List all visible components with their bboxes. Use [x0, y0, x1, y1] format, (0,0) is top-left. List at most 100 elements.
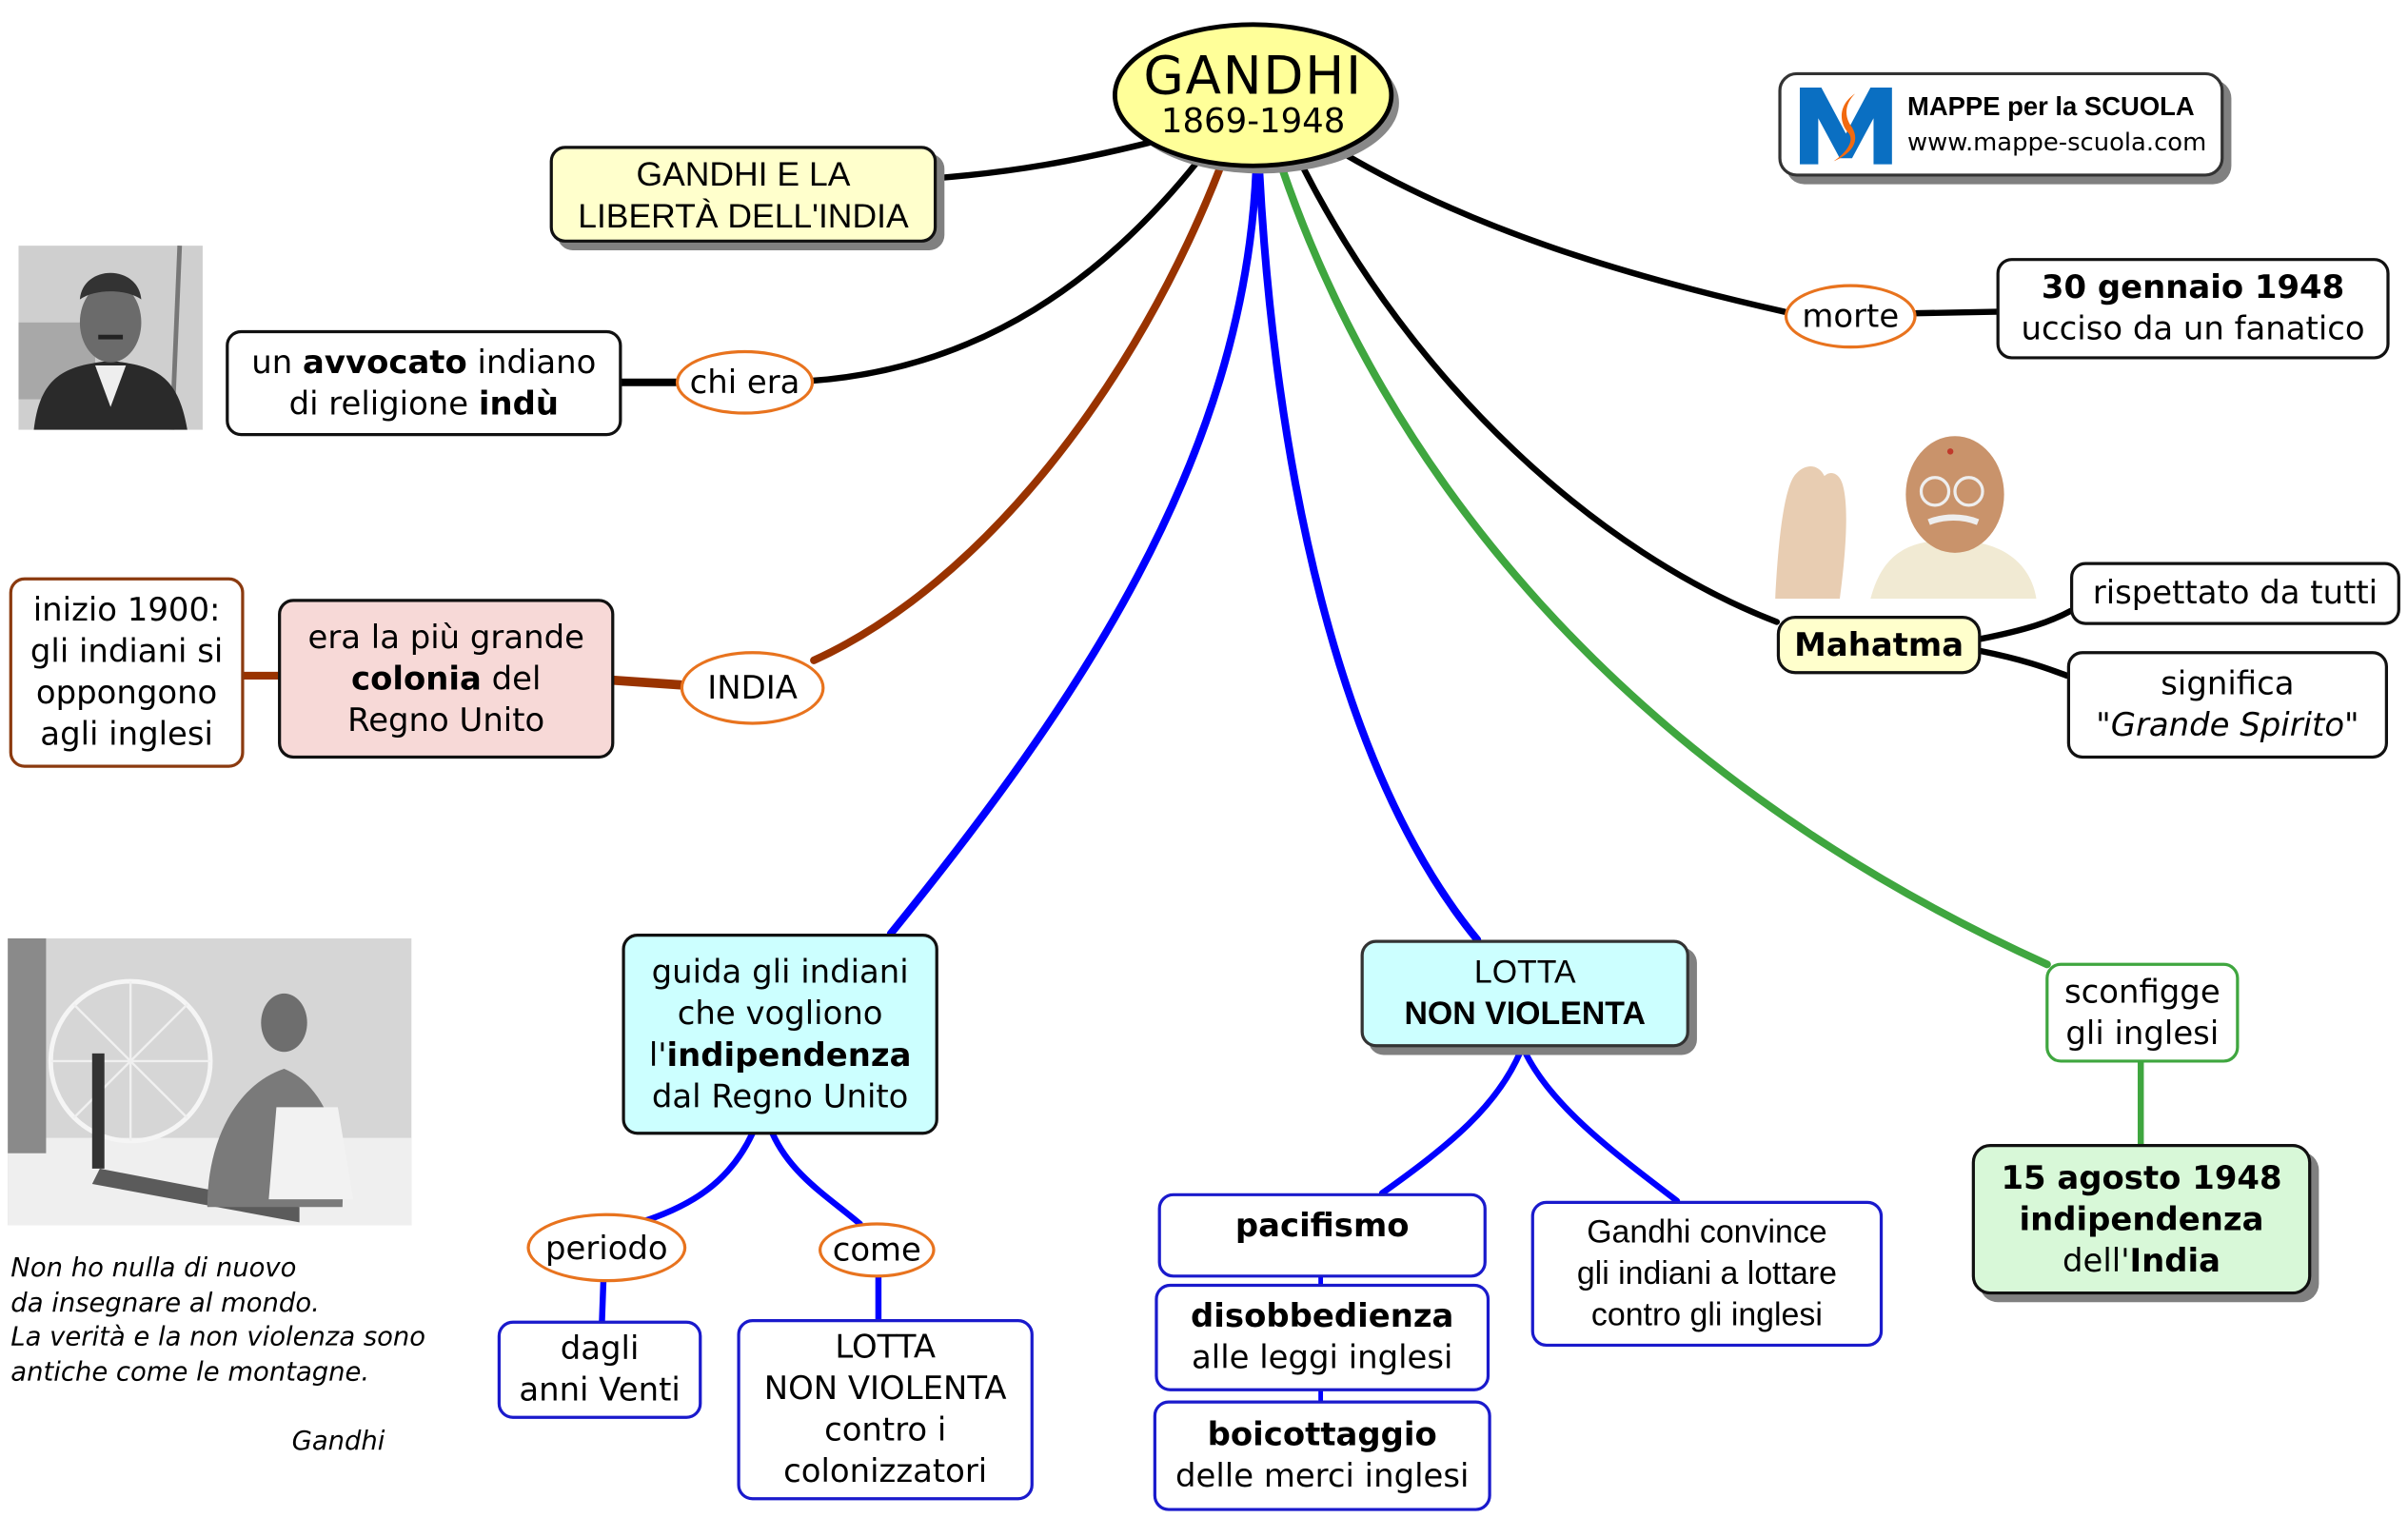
- boicottaggio-box[interactable]: boicottaggio delle merci inglesi: [1153, 1400, 1491, 1511]
- link-sconfigge: [1278, 165, 2051, 969]
- guida-line-4: dal Regno Unito: [651, 1076, 909, 1114]
- sconfigge-line-2: gli inglesi: [2065, 1014, 2220, 1052]
- come-text: come: [832, 1232, 921, 1269]
- come-label[interactable]: come: [818, 1222, 936, 1278]
- convince-line-3: contro gli inglesi: [1590, 1297, 1823, 1333]
- morte-desc: ucciso da un fanatico: [2021, 309, 2365, 347]
- link-india: [810, 162, 1225, 664]
- lotta-contro-line-4: colonizzatori: [783, 1452, 988, 1490]
- sconfigge-box[interactable]: sconfigge gli inglesi: [2045, 962, 2240, 1063]
- periodo-label[interactable]: periodo: [526, 1212, 687, 1283]
- morte-box[interactable]: 30 gennaio 1948 ucciso da un fanatico: [1996, 258, 2390, 360]
- convince-box[interactable]: Gandhi convince gli indiani a lottare co…: [1530, 1200, 1884, 1348]
- link-lotta-convince: [1521, 1049, 1681, 1204]
- boicottaggio-title: boicottaggio: [1207, 1415, 1437, 1453]
- quote-line-1: Non ho nulla di nuovo: [10, 1252, 297, 1284]
- boicottaggio-text: delle merci inglesi: [1175, 1457, 1470, 1494]
- lotta-contro-line-2: NON VIOLENTA: [763, 1370, 1007, 1407]
- quote-line-4: antiche come le montagne.: [10, 1356, 370, 1388]
- link-title: [934, 138, 1158, 182]
- logo-m-icon: [1800, 87, 1892, 165]
- chi-era-line-2: di religione indù: [288, 384, 560, 422]
- guida-line-2: che vogliono: [677, 994, 883, 1032]
- lotta-line-2: NON VIOLENTA: [1404, 996, 1646, 1033]
- guida-line-1: guida gli indiani: [651, 953, 909, 990]
- indip-line-1: 15 agosto 1948: [2001, 1158, 2282, 1196]
- disobbedienza-title: disobbedienza: [1191, 1297, 1454, 1335]
- title-box[interactable]: GANDHI E LA LIBERTÀ DELL'INDIA: [549, 146, 938, 243]
- dagli-line-1: dagli: [560, 1330, 640, 1368]
- quote-line-3: La verità e la non violenza sono: [10, 1322, 426, 1353]
- morte-date: 30 gennaio 1948: [2041, 268, 2345, 306]
- link-guida-come: [769, 1130, 863, 1228]
- center-title: GANDHI: [1143, 46, 1363, 108]
- convince-line-1: Gandhi convince: [1587, 1214, 1827, 1251]
- link-periodo-dagli: [599, 1274, 607, 1324]
- title-line-2: LIBERTÀ DELL'INDIA: [578, 195, 909, 235]
- convince-line-2: gli indiani a lottare: [1576, 1255, 1837, 1291]
- center-node-shape: [1112, 22, 1394, 168]
- link-guida: [886, 165, 1260, 938]
- indip-line-2: indipendenza: [2019, 1199, 2264, 1237]
- inizio-line-1: inizio 1900:: [32, 591, 221, 628]
- link-mahatma-significa: [1978, 647, 2070, 680]
- lotta-contro-line-3: contro i: [824, 1410, 947, 1449]
- lotta-contro-box[interactable]: LOTTA NON VIOLENTA contro i colonizzator…: [737, 1318, 1034, 1501]
- link-mahatma-rispettato: [1978, 607, 2074, 642]
- lotta-non-violenta-box[interactable]: LOTTA NON VIOLENTA: [1360, 939, 1689, 1048]
- disobbedienza-box[interactable]: disobbedienza alle leggi inglesi: [1155, 1283, 1490, 1391]
- center-node[interactable]: GANDHI 1869-1948: [1115, 25, 1391, 166]
- guida-box[interactable]: guida gli indiani che vogliono l'indipen…: [622, 934, 938, 1135]
- india-label[interactable]: INDIA: [680, 651, 825, 725]
- pacifismo-box[interactable]: pacifismo: [1157, 1193, 1487, 1278]
- inizio-1900-box[interactable]: inizio 1900: gli indiani si oppongono ag…: [9, 577, 245, 768]
- link-lotta: [1255, 165, 1482, 944]
- indip-line-3: dell'India: [2063, 1241, 2221, 1279]
- morte-text: morte: [1802, 298, 1900, 335]
- dagli-box[interactable]: dagli anni Venti: [497, 1320, 702, 1419]
- inizio-line-2: gli indiani si: [30, 632, 224, 670]
- mahatma-box[interactable]: Mahatma: [1776, 616, 1982, 675]
- inizio-line-4: agli inglesi: [40, 715, 213, 753]
- rispettato-box[interactable]: rispettato da tutti: [2069, 562, 2400, 625]
- link-guida-periodo: [641, 1130, 756, 1224]
- spinning-wheel-photo: [8, 937, 412, 1226]
- chi-era-box[interactable]: un avvocato indiano di religione indù: [226, 329, 622, 437]
- pacifismo-text: pacifismo: [1234, 1207, 1410, 1244]
- colonia-line-2: colonia del: [351, 659, 542, 697]
- periodo-text: periodo: [544, 1229, 668, 1267]
- lotta-contro-line-1: LOTTA: [835, 1328, 937, 1366]
- colonia-line-1: era la più grande: [307, 618, 584, 656]
- link-mahatma: [1299, 163, 1781, 625]
- india-text: INDIA: [707, 669, 798, 707]
- colonia-line-3: Regno Unito: [347, 700, 545, 739]
- logo-url[interactable]: www.mappe-scuola.com: [1906, 127, 2207, 157]
- disobbedienza-text: alle leggi inglesi: [1192, 1338, 1453, 1376]
- mahatma-text: Mahatma: [1794, 625, 1964, 663]
- link-india-colonia: [609, 675, 685, 690]
- sconfigge-line-1: sconfigge: [2063, 973, 2220, 1010]
- link-chi-era: [807, 158, 1201, 384]
- logo-brand: MAPPE per la SCUOLA: [1906, 91, 2195, 122]
- link-lotta-pacifismo: [1378, 1049, 1524, 1196]
- chi-era-label[interactable]: chi era: [675, 349, 815, 415]
- indipendenza-box[interactable]: 15 agosto 1948 indipendenza dell'India: [1971, 1144, 2312, 1295]
- dagli-line-2: anni Venti: [519, 1370, 681, 1409]
- link-morte: [1340, 150, 1788, 315]
- chi-era-line-1: un avvocato indiano: [251, 343, 597, 381]
- significa-meaning: "Grande Spirito": [2096, 706, 2359, 743]
- inizio-line-3: oppongono: [35, 674, 218, 712]
- chi-era-text: chi era: [689, 364, 800, 402]
- gandhi-quote: Non ho nulla di nuovo da insegnare al mo…: [10, 1252, 502, 1390]
- logo-box[interactable]: MAPPE per la SCUOLA www.mappe-scuola.com: [1778, 71, 2224, 177]
- young-gandhi-photo: [18, 230, 203, 430]
- quote-line-2: da insegnare al mondo.: [10, 1287, 320, 1319]
- rispettato-text: rispettato da tutti: [2092, 574, 2378, 612]
- colonia-box[interactable]: era la più grande colonia del Regno Unit…: [278, 599, 615, 759]
- morte-label[interactable]: morte: [1784, 284, 1917, 349]
- lotta-line-1: LOTTA: [1473, 955, 1576, 991]
- significa-box[interactable]: significa "Grande Spirito": [2066, 651, 2388, 759]
- center-years: 1869-1948: [1160, 103, 1346, 142]
- link-morte-box: [1913, 308, 2000, 317]
